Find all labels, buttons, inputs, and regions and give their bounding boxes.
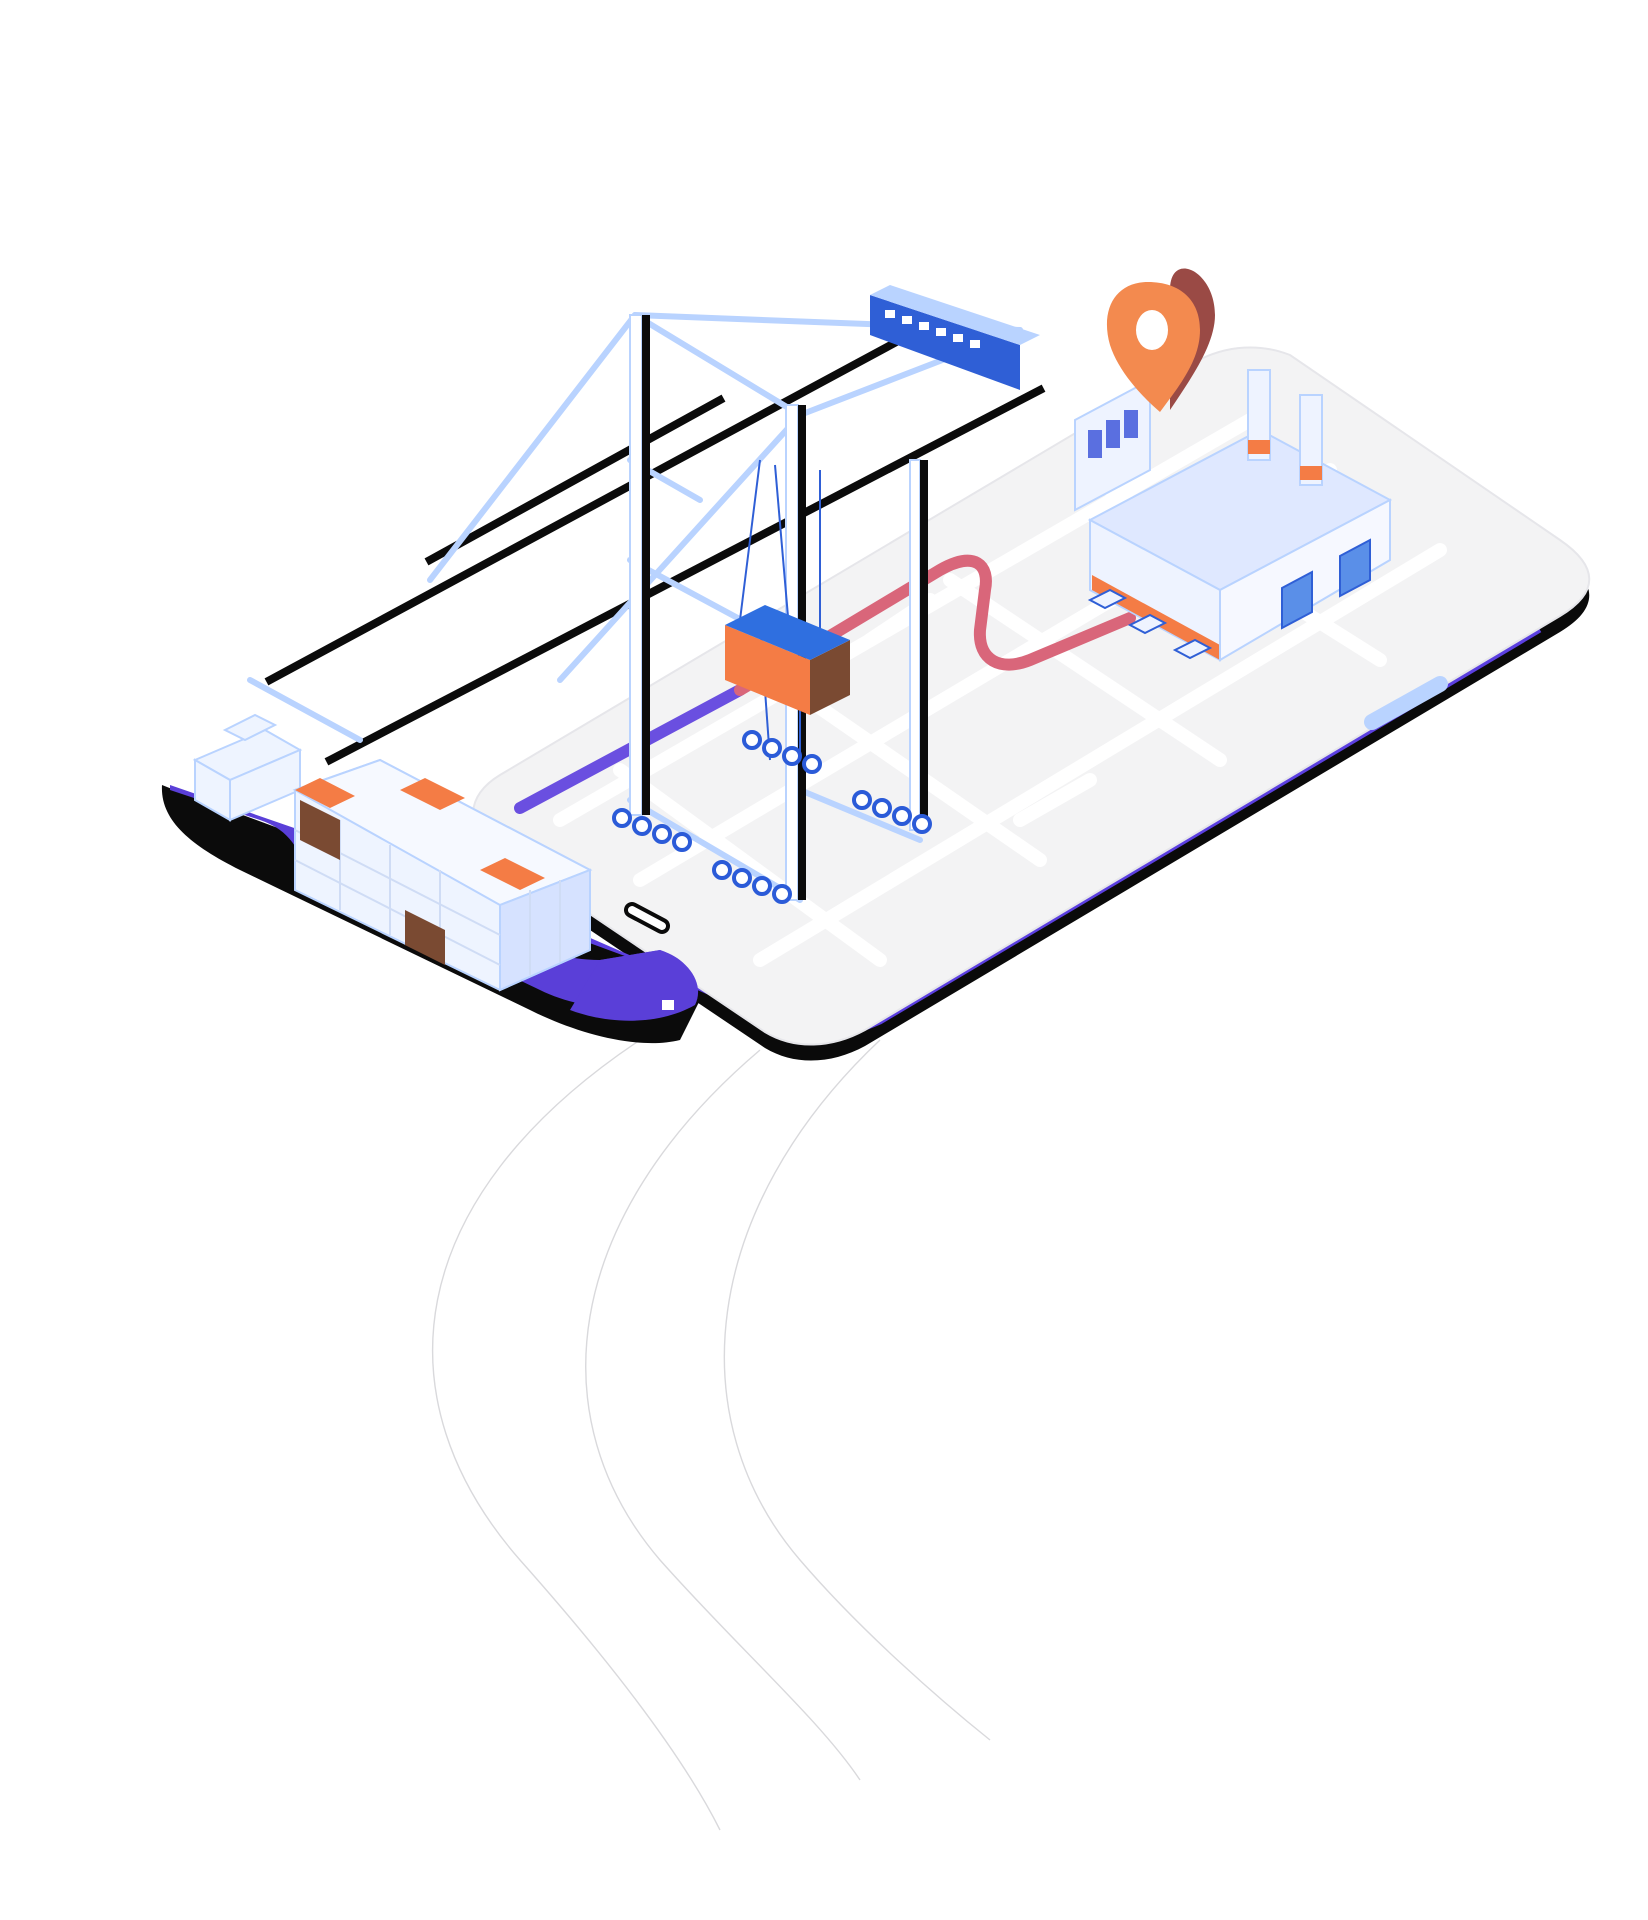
swoosh-lines — [431, 1039, 991, 1831]
factory-windows — [1088, 410, 1138, 458]
ship-bridge — [192, 713, 303, 822]
container-ship — [161, 713, 700, 1044]
location-pin-icon — [1106, 268, 1215, 412]
factory-doors — [1281, 538, 1371, 630]
route-segment-red — [734, 554, 1136, 696]
factory-building — [1074, 369, 1393, 662]
crane-cab — [870, 285, 1040, 390]
crane-booms — [264, 334, 1046, 766]
hoisted-container — [725, 605, 850, 715]
pallet-crates — [1087, 588, 1213, 660]
ship-colored-containers — [295, 778, 545, 965]
gantry-crane — [247, 285, 1046, 904]
factory-chimneys — [1247, 369, 1323, 486]
phone-speaker — [623, 902, 671, 934]
crane-wheels — [612, 730, 932, 904]
phone-side-button — [1364, 676, 1448, 730]
